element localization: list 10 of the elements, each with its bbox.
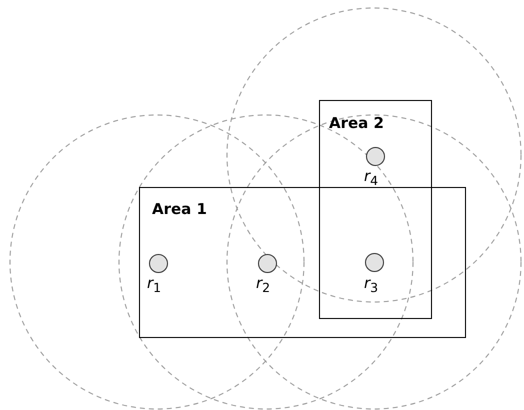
area-title: Area 2 [329, 114, 384, 132]
robot-label: r$_{2}$ [256, 276, 270, 294]
area-title: Area 1 [152, 200, 207, 218]
robot-circle [366, 146, 384, 166]
robot-label: r$_{4}$ [364, 169, 378, 188]
robot-circle [258, 254, 276, 272]
robot-circle [364, 252, 384, 272]
robot-label: r$_{1}$ [147, 276, 162, 294]
robot-label: r$_{3}$ [364, 276, 378, 294]
robot-circle [148, 254, 168, 272]
